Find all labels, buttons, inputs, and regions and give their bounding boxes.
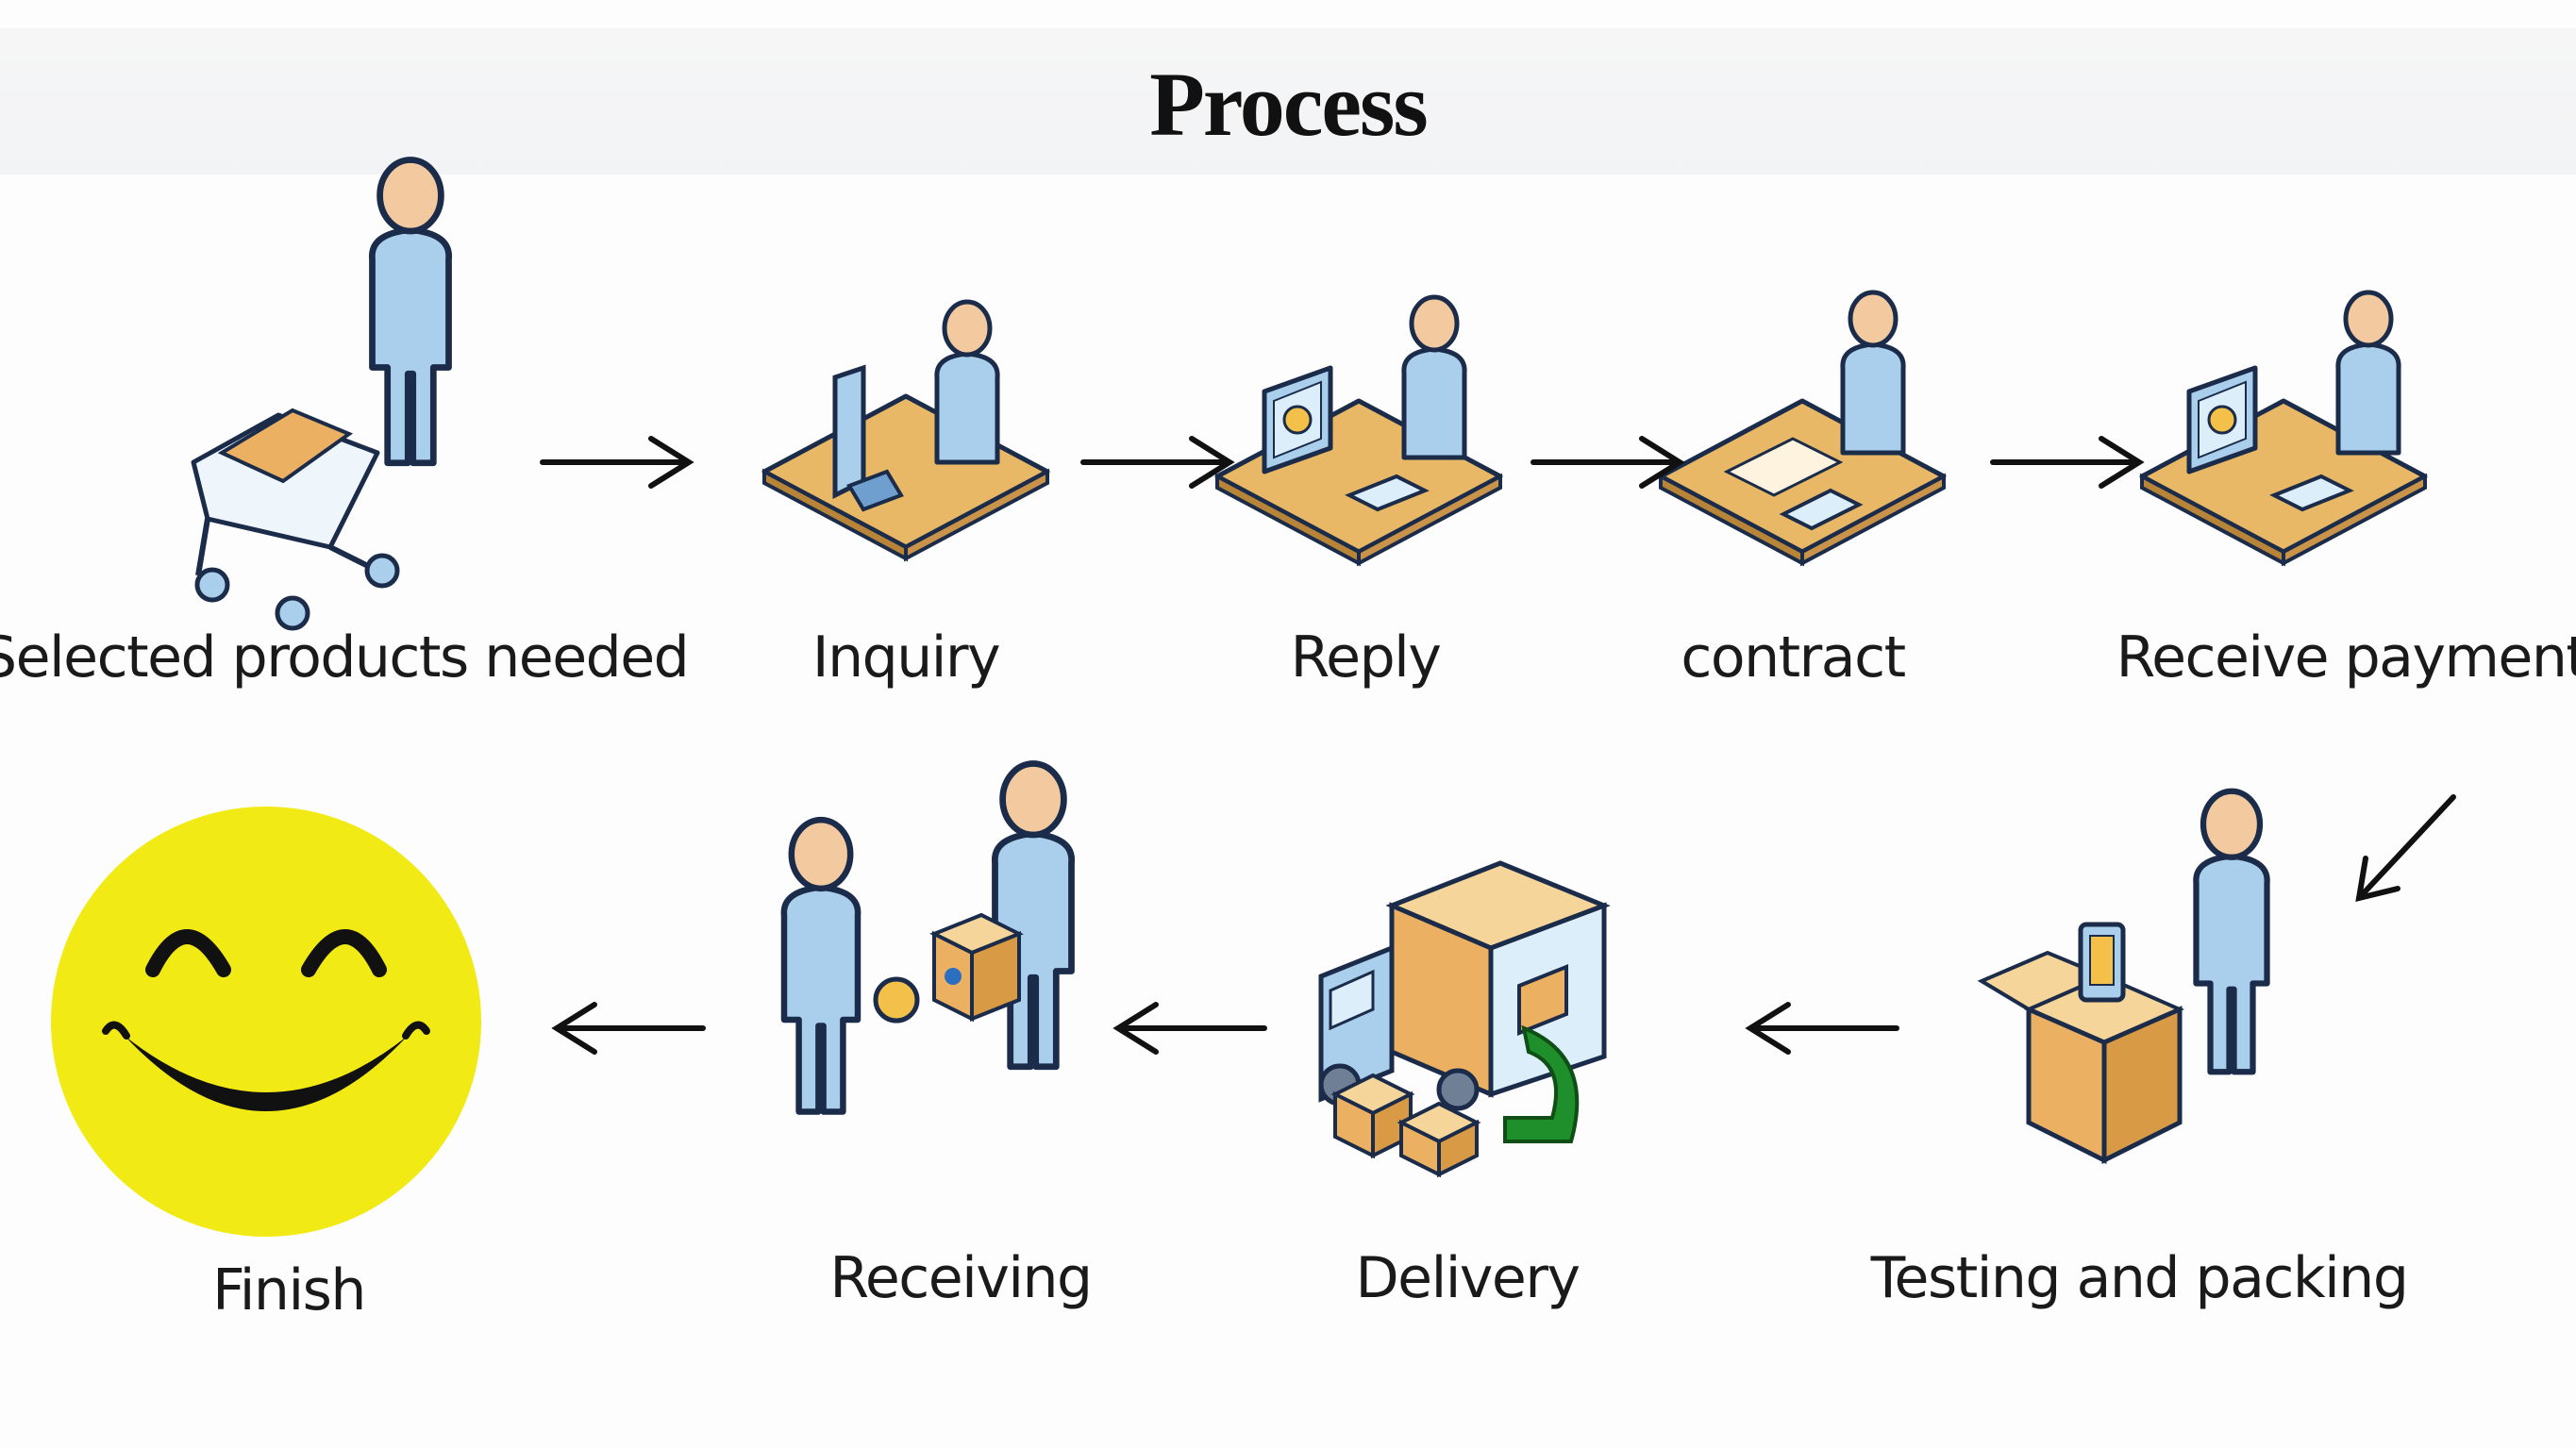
delivery-truck-icon [1318,860,1611,1178]
step-label-receiving: Receiving [829,1245,1093,1311]
monitor-desk-person-icon [1217,297,1500,563]
smiley-face-icon [51,807,481,1237]
arrow-left-icon [551,1002,706,1055]
two-people-handover-icon [784,763,1072,1111]
step-label-testing-packing: Testing and packing [1870,1245,2409,1311]
step-label-finish: Finish [212,1257,366,1323]
step-label-receive-payment: Receive payment [2116,624,2576,691]
document-desk-person-icon [1661,292,1944,563]
shopping-cart-person-icon [191,159,449,631]
page-title: Process [1149,54,1428,155]
arrow-right-icon [1531,436,1685,489]
step-label-inquiry: Inquiry [811,624,1001,691]
title-band [0,28,2576,175]
arrow-left-icon [1112,1002,1267,1055]
arrow-down-left-icon [2355,794,2456,902]
step-label-contract: contract [1681,624,1906,691]
arrow-right-icon [540,436,694,489]
monitor-desk-person-icon [2142,292,2425,563]
arrow-right-icon [1990,436,2145,489]
step-label-reply: Reply [1290,624,1442,691]
arrow-left-icon [1745,1002,1899,1055]
box-packing-person-icon [1977,791,2267,1165]
step-label-selected-products: Selected products needed [0,624,690,691]
step-label-delivery: Delivery [1355,1245,1581,1311]
computer-desk-person-icon [764,302,1047,558]
arrow-right-icon [1080,436,1235,489]
